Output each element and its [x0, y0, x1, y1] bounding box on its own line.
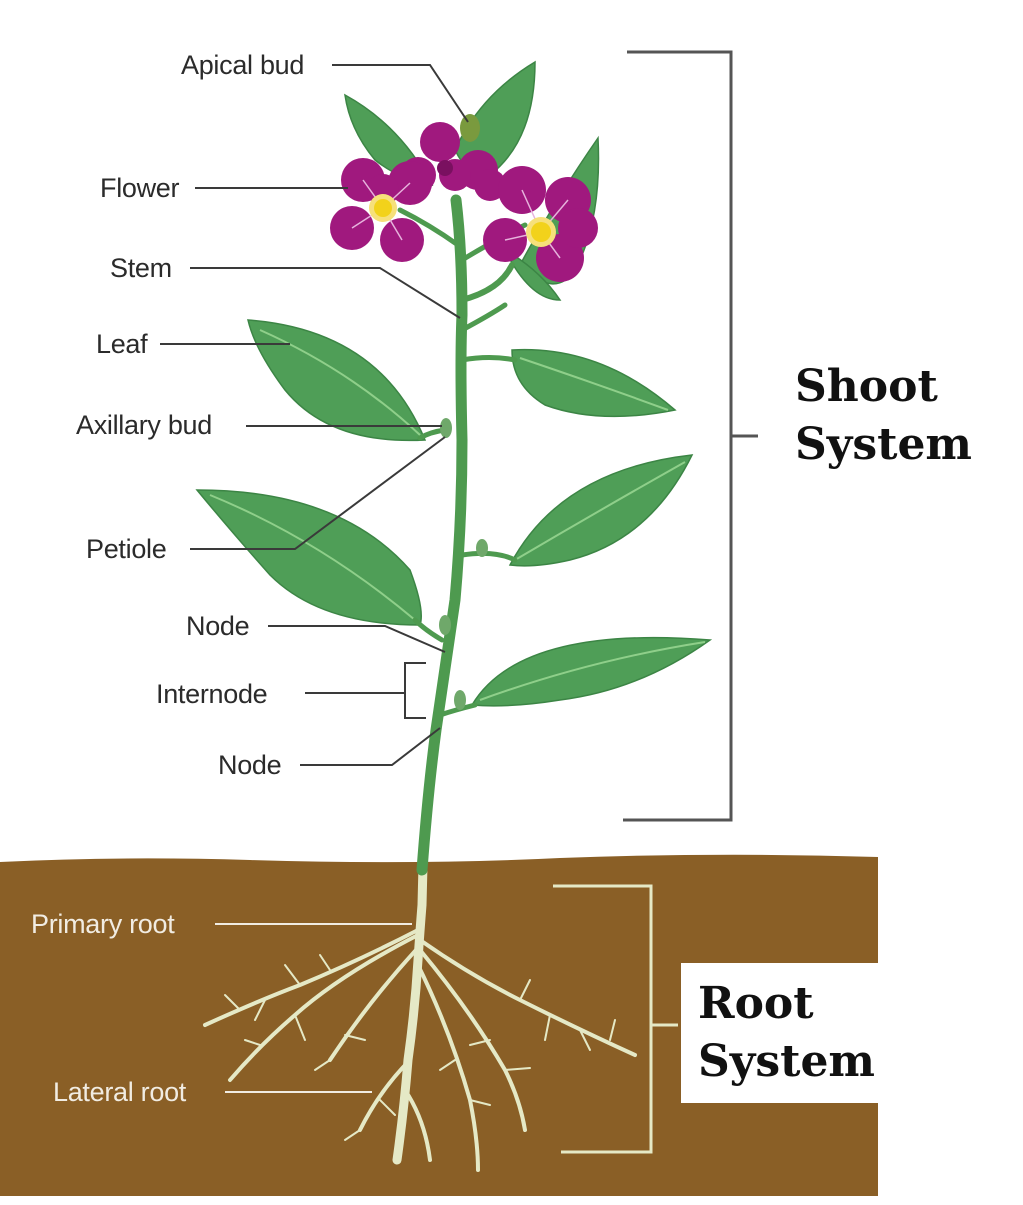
- leader-stem: [190, 267, 461, 319]
- shoot-system-bracket: [623, 50, 758, 822]
- label-internode: Internode: [156, 679, 268, 709]
- leaf-veins: [209, 329, 706, 701]
- label-stem: Stem: [110, 253, 172, 283]
- node-bud: [439, 615, 451, 635]
- root-system: [203, 860, 637, 1172]
- leaves: [195, 60, 713, 707]
- leaf: [195, 489, 422, 626]
- root-leader-lines: [215, 923, 412, 1093]
- leader-lines: [160, 64, 469, 766]
- shoot-system-line2: System: [795, 419, 972, 470]
- main-stem: [416, 194, 468, 876]
- root-system-label: Root System: [698, 975, 875, 1091]
- root-system-bracket: [553, 884, 678, 1154]
- internode-bracket: [404, 662, 426, 719]
- label-leaf: Leaf: [96, 329, 148, 359]
- lateral-root: [403, 1088, 432, 1162]
- lateral-root: [358, 1058, 412, 1132]
- shoot-system-line1: Shoot: [795, 361, 938, 412]
- leader-apical-bud: [332, 64, 469, 123]
- axillary-bud: [440, 418, 452, 438]
- label-primary-root: Primary root: [31, 909, 175, 939]
- lateral-root: [228, 933, 420, 1082]
- leader-node-upper: [268, 625, 446, 653]
- soil-area: [0, 854, 878, 1196]
- label-node-lower: Node: [218, 750, 282, 780]
- buds: [439, 114, 488, 710]
- label-node-upper: Node: [186, 611, 250, 641]
- root-system-line1: Root: [698, 978, 814, 1029]
- leader-petiole: [190, 436, 446, 550]
- leaf: [247, 319, 427, 442]
- leaf: [470, 636, 713, 707]
- node-bud: [454, 690, 466, 710]
- lateral-root: [328, 948, 418, 1062]
- label-petiole: Petiole: [86, 534, 167, 564]
- lateral-root: [416, 963, 480, 1172]
- leaf: [503, 248, 562, 301]
- root-system-line2: System: [698, 1036, 875, 1087]
- label-apical-bud: Apical bud: [181, 50, 305, 80]
- apical-bud: [460, 114, 480, 142]
- label-flower: Flower: [100, 173, 180, 203]
- lateral-root: [418, 948, 527, 1132]
- node-bud: [476, 539, 488, 557]
- label-axillary-bud: Axillary bud: [76, 410, 212, 440]
- stem: [397, 194, 528, 876]
- flower-right: [483, 166, 598, 282]
- primary-root: [392, 860, 428, 1165]
- shoot-system-label: Shoot System: [795, 358, 972, 474]
- leader-node-lower: [300, 727, 441, 766]
- root-system-label-box: [681, 963, 881, 1103]
- flower-left: [330, 158, 432, 262]
- label-lateral-root: Lateral root: [53, 1077, 186, 1107]
